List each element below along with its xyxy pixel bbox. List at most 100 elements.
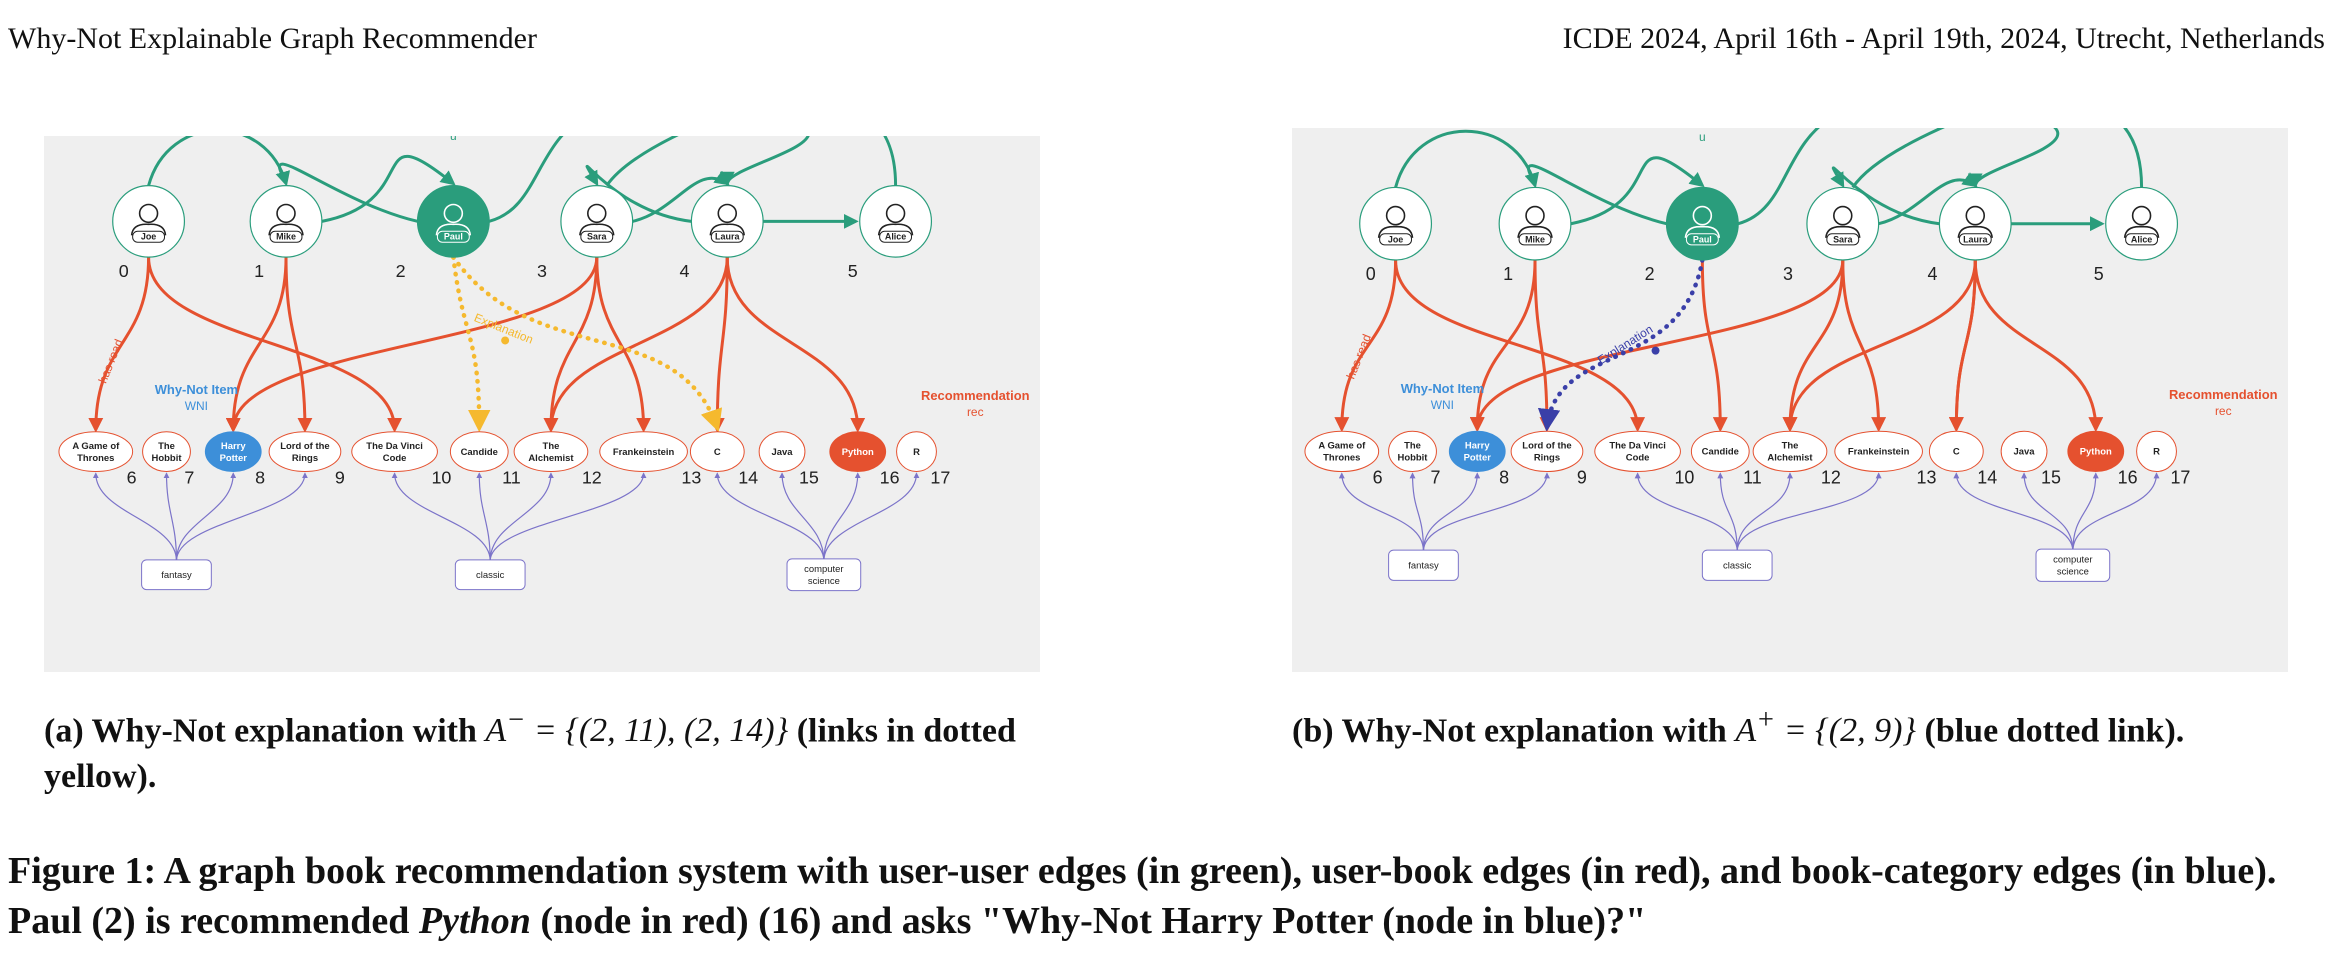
user-circle xyxy=(1806,186,1880,261)
book-node-13: Frankeinstein xyxy=(599,431,688,472)
book-ellipse xyxy=(2000,430,2048,473)
book-title: Python xyxy=(2080,447,2112,458)
category-edge-5 xyxy=(476,472,491,561)
user-node-joe: Joe xyxy=(1359,186,1433,261)
user-name: Alice xyxy=(2131,234,2152,244)
book-index-8: 8 xyxy=(255,467,265,487)
user-name: Paul xyxy=(444,232,463,242)
svg-text:Hobbit: Hobbit xyxy=(152,453,183,464)
user-name: Joe xyxy=(141,232,156,242)
user-name-tag xyxy=(132,230,166,243)
user-node-paul: Paul xyxy=(1665,186,1739,261)
read-edge-11 xyxy=(1948,259,1977,433)
read-edge-7 xyxy=(543,257,729,433)
book-title: Java xyxy=(2014,447,2036,458)
running-header-title: Why-Not Explainable Graph Recommender xyxy=(8,22,537,55)
person-body-icon xyxy=(1957,225,1993,238)
svg-text:Harry: Harry xyxy=(221,441,246,452)
book-title: R xyxy=(913,447,920,458)
book-index-10: 10 xyxy=(1674,468,1694,488)
user-name-tag xyxy=(2125,233,2159,246)
person-body-icon xyxy=(709,223,745,236)
book-ellipse xyxy=(1304,430,1380,473)
book-ellipse xyxy=(599,431,688,472)
svg-text:The: The xyxy=(1782,441,1799,452)
book-ellipse xyxy=(2136,430,2177,473)
book-index-16: 16 xyxy=(880,467,900,487)
category-box xyxy=(1388,549,1459,581)
explanation-dot xyxy=(501,336,510,345)
follow-edge-4-3 xyxy=(1830,166,1940,226)
user-circle xyxy=(1938,186,2012,261)
category-edge-9 xyxy=(2021,472,2074,552)
book-ellipse xyxy=(449,431,509,472)
svg-text:Frankeinstein: Frankeinstein xyxy=(1848,447,1910,458)
book-index-13: 13 xyxy=(681,467,701,487)
person-icon xyxy=(276,203,296,224)
svg-text:classic: classic xyxy=(1723,561,1752,572)
book-ellipse xyxy=(2067,430,2125,473)
user-circle xyxy=(859,185,933,258)
book-ellipse xyxy=(689,431,745,472)
user-name: Mike xyxy=(1525,234,1545,244)
follow-edge-2-4 xyxy=(488,136,810,223)
svg-text:Potter: Potter xyxy=(220,453,248,464)
user-circle xyxy=(2105,186,2179,261)
why-not-item-label: Why-Not Item xyxy=(155,382,238,397)
svg-text:classic: classic xyxy=(476,570,505,581)
read-edge-5 xyxy=(543,257,599,433)
read-edge-4 xyxy=(1469,259,1845,433)
category-edge-3 xyxy=(1422,472,1550,552)
category-node-classic: classic xyxy=(454,559,526,591)
user-index-2: 2 xyxy=(1645,264,1655,284)
svg-text:Harry: Harry xyxy=(1465,441,1490,452)
user-circle xyxy=(690,185,764,258)
svg-text:R: R xyxy=(913,447,920,458)
has-read-label: has read xyxy=(1344,332,1374,381)
book-title: Python xyxy=(842,447,874,458)
svg-text:Python: Python xyxy=(842,447,874,458)
user-name-tag xyxy=(269,230,303,243)
person-icon xyxy=(1833,205,1853,226)
user-index-1: 1 xyxy=(1503,264,1513,284)
book-ellipse xyxy=(758,431,806,472)
book-ellipse xyxy=(204,431,262,472)
user-node-sara: Sara xyxy=(560,185,634,258)
book-ellipse xyxy=(1448,430,1506,473)
book-node-15: Java xyxy=(758,431,806,472)
book-ellipse xyxy=(1510,430,1584,473)
explanation-edge-2-14 xyxy=(451,254,723,433)
svg-text:computer: computer xyxy=(804,564,843,575)
wni-label: WNI xyxy=(1431,398,1454,412)
svg-text:Lord of the: Lord of the xyxy=(1522,441,1571,452)
person-icon xyxy=(1965,205,1986,226)
user-node-laura: Laura xyxy=(690,185,764,258)
user-name: Paul xyxy=(1693,234,1712,244)
person-icon xyxy=(443,203,464,224)
user-node-mike: Mike xyxy=(1498,186,1572,261)
read-edge-4 xyxy=(225,257,599,433)
svg-text:Code: Code xyxy=(1626,453,1650,464)
user-index-5: 5 xyxy=(848,261,858,281)
follow-edge-1-2 xyxy=(321,154,456,223)
book-node-15: Java xyxy=(2000,430,2048,473)
svg-text:Code: Code xyxy=(383,453,407,464)
person-body-icon xyxy=(1825,225,1861,238)
recommendation-label: Recommendation xyxy=(921,388,1030,403)
category-edge-5 xyxy=(1717,472,1738,552)
user-node-alice: Alice xyxy=(2105,186,2179,261)
svg-text:science: science xyxy=(808,576,840,587)
explanation-label: Explanation xyxy=(1595,322,1655,367)
user-index-3: 3 xyxy=(1783,264,1793,284)
